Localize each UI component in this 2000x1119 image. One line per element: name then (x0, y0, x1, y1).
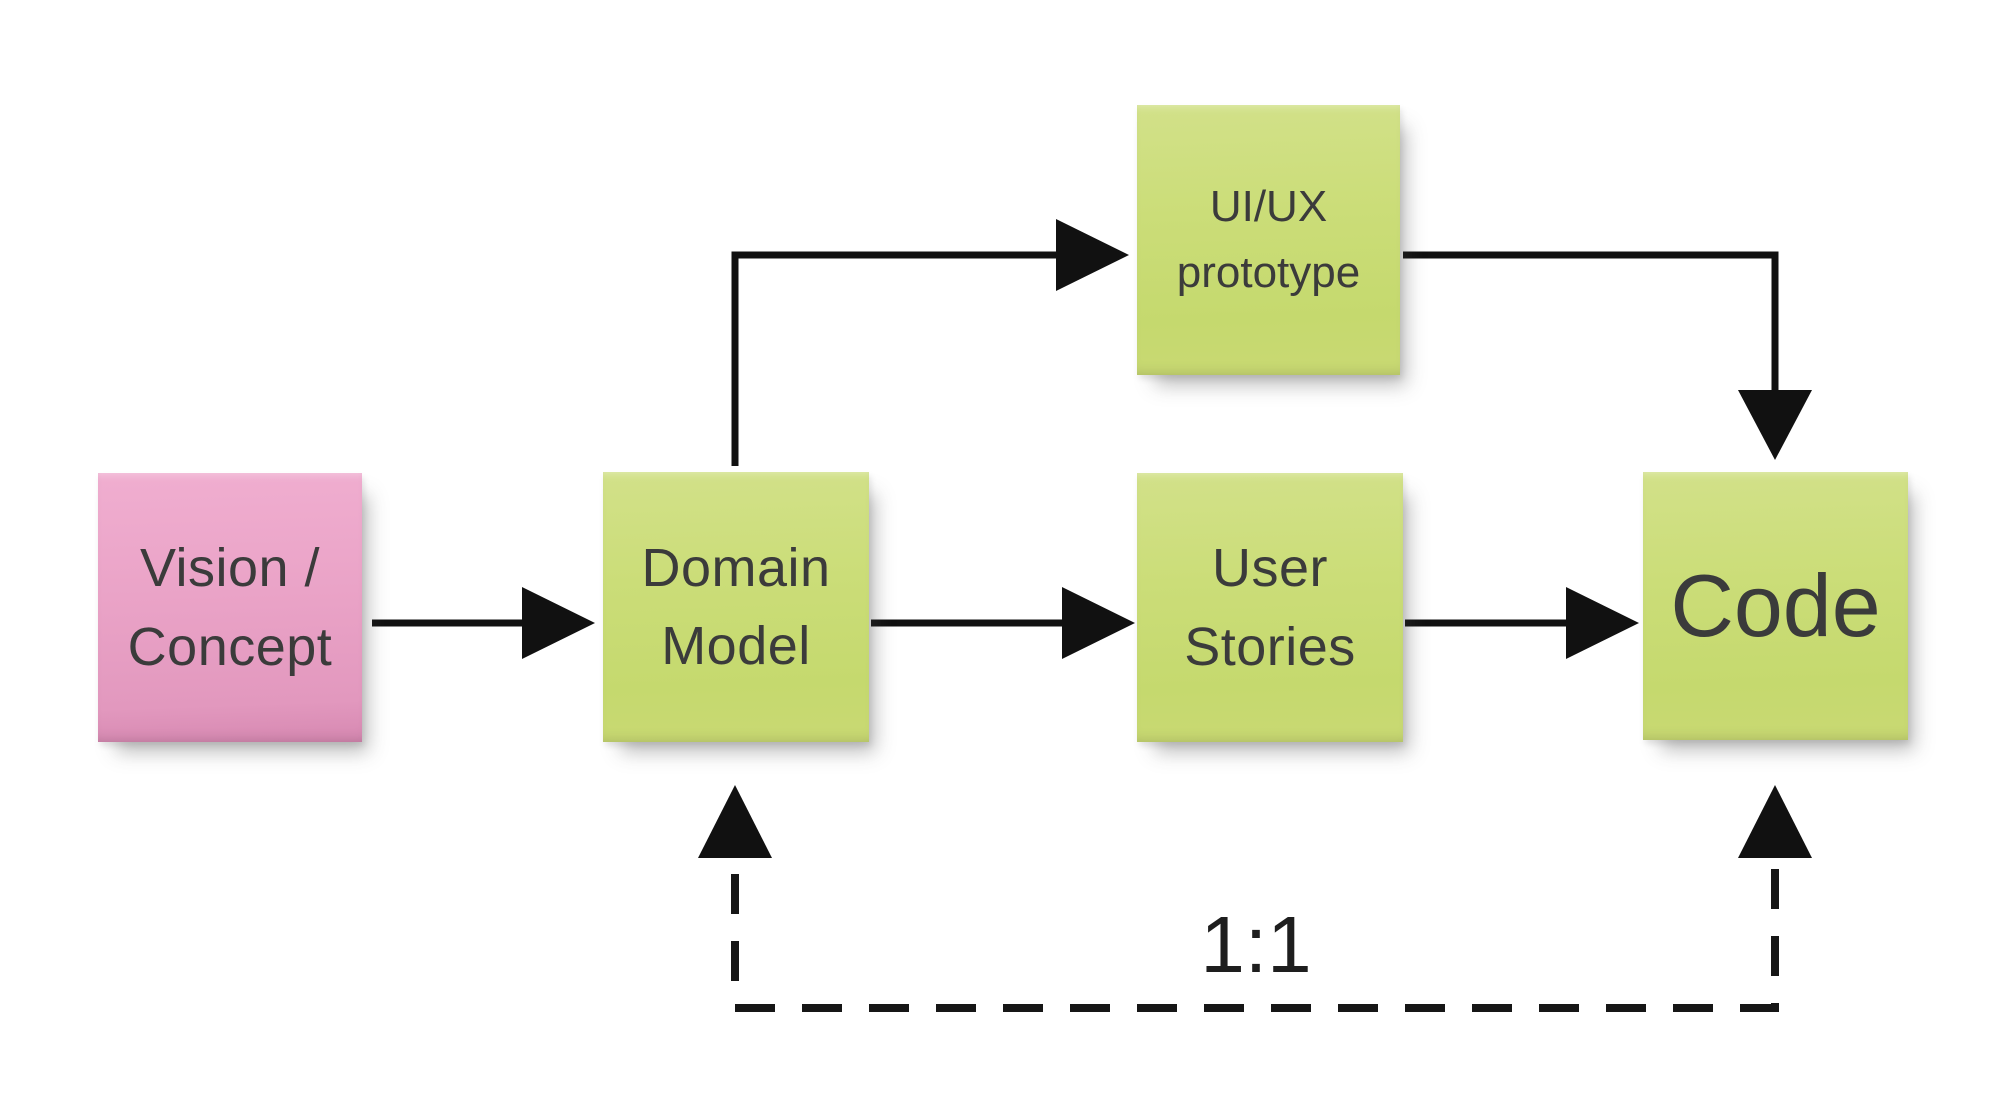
right-arrowhead-icon (1056, 219, 1129, 291)
note-vision-concept-label: Vision / Concept (127, 538, 333, 677)
arrow-domain-to-stories (871, 587, 1135, 659)
dashed-feedback-line (731, 868, 1779, 1012)
right-arrowhead-icon (1062, 587, 1135, 659)
note-vision-concept: Vision / Concept (98, 473, 362, 742)
up-arrowhead-into-code-icon (1738, 785, 1812, 858)
edge-label-one-to-one: 1:1 (1200, 900, 1312, 989)
arrow-vision-to-domain (372, 587, 595, 659)
arrow-elbow-line (731, 251, 1058, 466)
arrow-uiux-to-code (1403, 251, 1812, 460)
arrow-elbow-line (1403, 251, 1779, 392)
note-code-label: Code (1670, 556, 1881, 656)
note-code: Code (1643, 472, 1908, 740)
note-domain-model-label: Domain Model (641, 537, 831, 676)
note-user-stories: User Stories (1137, 473, 1403, 742)
right-arrowhead-icon (522, 587, 595, 659)
right-arrowhead-icon (1566, 587, 1639, 659)
dashed-one-to-one-connector (698, 785, 1812, 1012)
note-uiux-prototype: UI/UX prototype (1137, 105, 1400, 375)
note-uiux-prototype-label: UI/UX prototype (1176, 182, 1361, 297)
down-arrowhead-icon (1738, 390, 1812, 460)
arrow-stories-to-code (1405, 587, 1639, 659)
arrow-domain-to-uiux (731, 219, 1129, 466)
note-user-stories-label: User Stories (1184, 538, 1356, 677)
up-arrowhead-into-domain-icon (698, 785, 772, 858)
note-domain-model: Domain Model (603, 472, 869, 742)
